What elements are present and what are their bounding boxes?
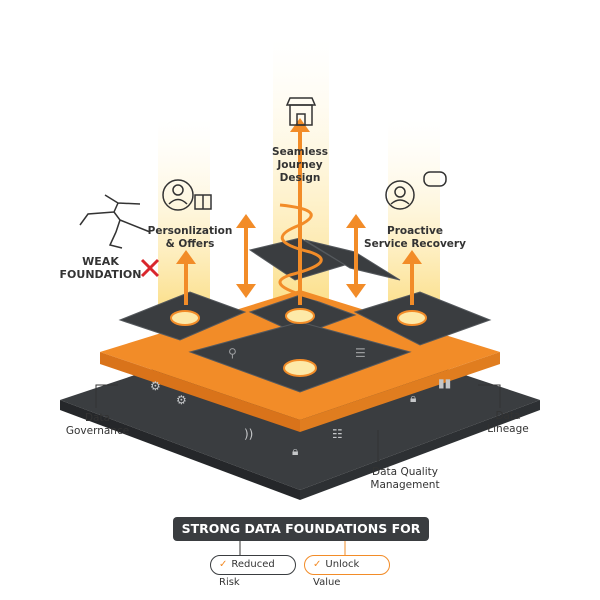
arrows bbox=[176, 118, 422, 305]
gear-icon: ⚙ bbox=[150, 379, 161, 393]
person-gift-icon bbox=[162, 179, 212, 211]
label-line: Lineage bbox=[487, 423, 529, 435]
lock-icon: 🔒︎ bbox=[410, 391, 416, 405]
lock-icon: 🔒︎ bbox=[292, 444, 298, 458]
base-icons: ⚙ ⚙ 🔒︎ 🔒︎ ▮▮ )) ☷ ⚲ ☰ bbox=[150, 346, 451, 458]
outcome-label: Reduced Risk bbox=[219, 559, 275, 588]
pillar-label-line: Design bbox=[279, 172, 321, 184]
check-icon: ✓ bbox=[219, 559, 228, 570]
support-chat-icon bbox=[385, 171, 447, 210]
weak-label-line: WEAK bbox=[82, 255, 119, 268]
storefront-icon bbox=[285, 97, 317, 126]
sliders-icon: ☰ bbox=[355, 346, 366, 360]
check-icon: ✓ bbox=[313, 559, 322, 570]
banner-title: STRONG DATA FOUNDATIONS FOR CX bbox=[173, 517, 429, 560]
pillar-label-journey: Seamless Journey Design bbox=[255, 146, 345, 185]
pillar-label-line: Journey bbox=[277, 159, 323, 171]
red-x-icon bbox=[140, 258, 160, 278]
chart-icon: ▮▮ bbox=[438, 376, 451, 390]
outcome-label: Unlock Value bbox=[313, 559, 360, 588]
pillar-label-line: & Offers bbox=[165, 238, 215, 250]
signal-icon: )) bbox=[244, 427, 253, 441]
weak-foundation-label: WEAK FOUNDATION bbox=[58, 255, 143, 281]
lineage-label: Data Lineage bbox=[478, 410, 538, 436]
label-line: Data bbox=[84, 412, 111, 424]
crack-icon bbox=[79, 194, 151, 249]
filter-icon: ☷ bbox=[332, 427, 343, 441]
quality-label: Data Quality Management bbox=[355, 466, 455, 492]
gear-icon: ⚙ bbox=[176, 393, 187, 407]
pillar-label-line: Proactive bbox=[387, 225, 443, 237]
search-icon: ⚲ bbox=[228, 346, 237, 360]
governance-label: Data Governance bbox=[55, 412, 140, 438]
pillar-label-line: Personlization bbox=[147, 225, 233, 237]
journey-path bbox=[278, 203, 323, 302]
label-line: Governance bbox=[65, 425, 130, 437]
pillar-label-line: Seamless bbox=[272, 146, 328, 158]
pillar-label-line: Service Recovery bbox=[364, 238, 466, 250]
label-line: Data bbox=[495, 410, 521, 422]
pillar-label-personalization: Personlization & Offers bbox=[145, 225, 235, 251]
connector-lines bbox=[95, 384, 501, 555]
label-line: Management bbox=[370, 479, 440, 491]
outcome-reduced-risk: ✓Reduced Risk bbox=[210, 555, 296, 588]
weak-label-line: FOUNDATION bbox=[59, 268, 142, 281]
label-line: Data Quality bbox=[372, 466, 438, 478]
pillar-label-service-recovery: Proactive Service Recovery bbox=[360, 225, 470, 251]
glow-nodes bbox=[170, 308, 427, 377]
outcome-unlock-value: ✓Unlock Value bbox=[304, 555, 390, 588]
